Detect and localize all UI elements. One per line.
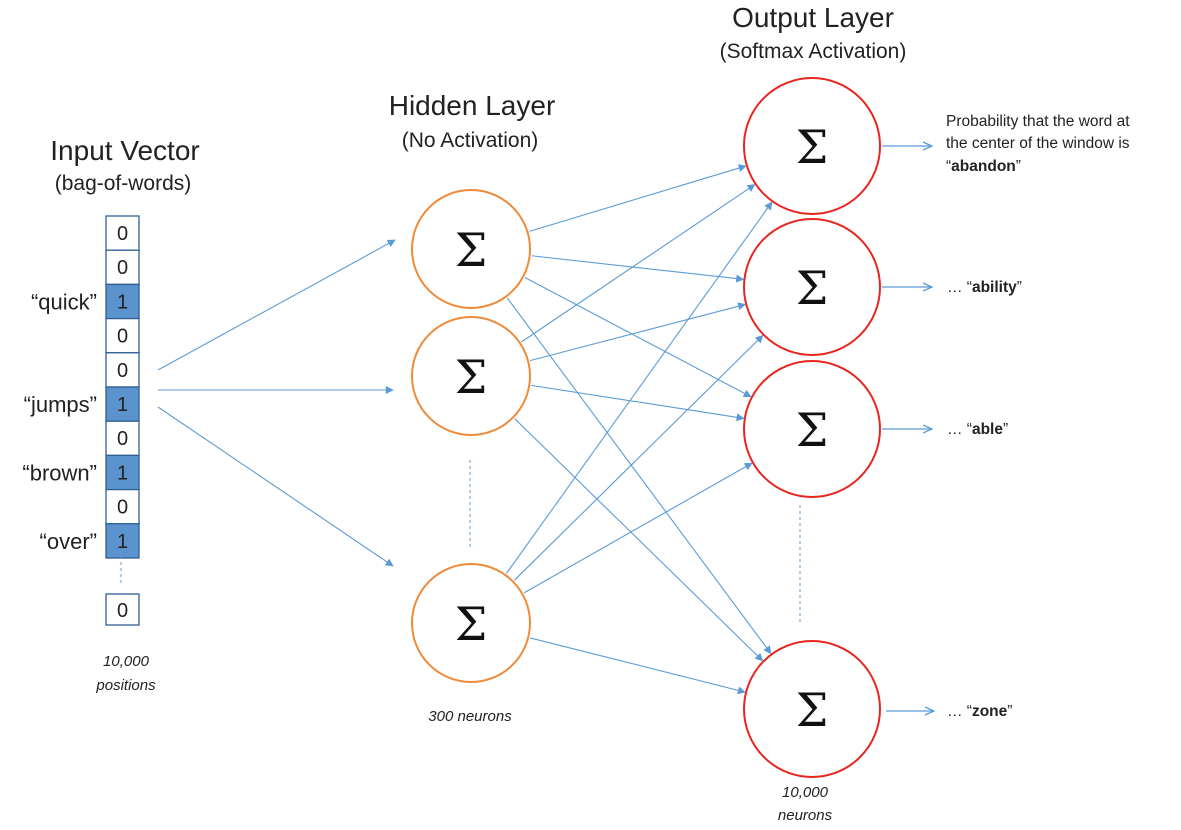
connection-arrow [157, 239, 396, 371]
hidden-neuron [411, 563, 531, 683]
input-last-cell-value: 0 [117, 600, 128, 622]
connection-arrow [523, 462, 753, 594]
sigma-symbol: Σ [455, 597, 488, 651]
input-last-cell [105, 593, 140, 626]
prob-line-1: Probability that the word at [946, 113, 1130, 130]
hidden-caption: 300 neurons [428, 708, 512, 725]
input-cell-value: 1 [117, 531, 128, 553]
input-cell-value: 0 [117, 257, 128, 279]
prob-word-label-2: … “able” [947, 421, 1008, 438]
prob-word-ability: ability [972, 279, 1017, 296]
prob-word-zone: zone [972, 703, 1008, 720]
prob-word-prefix: … “ [947, 421, 972, 438]
input-word-label: “jumps” [24, 392, 97, 417]
input-cell-value: 0 [117, 428, 128, 450]
output-neurons: Σ Σ Σ Σ [743, 77, 881, 778]
hidden-layer: Hidden Layer (No Activation) Σ Σ Σ 300 neu… [389, 90, 556, 725]
connection-arrow [506, 201, 773, 574]
input-cells: 0 0 1 “quick” 0 0 1 “jumps” 0 1 “brown” 0 1 “over” [22, 215, 140, 559]
input-caption-unit: positions [95, 677, 156, 694]
connection-arrow [521, 184, 756, 343]
prob-line-2: the center of the window is [946, 135, 1130, 152]
sigma-symbol: Σ [796, 261, 829, 315]
input-cell-value: 0 [117, 326, 128, 348]
output-caption-unit: neurons [778, 807, 833, 824]
prob-word-suffix: ” [1003, 421, 1008, 438]
input-cell [105, 523, 140, 559]
connection-arrow [529, 302, 747, 362]
input-cell-value: 0 [117, 223, 128, 245]
connections [157, 164, 773, 695]
input-cell [105, 215, 140, 251]
connection-arrow [524, 276, 752, 398]
prob-word-abandon: abandon [951, 158, 1016, 175]
prob-word-able: able [972, 421, 1003, 438]
sigma-symbol: Σ [796, 120, 829, 174]
input-subtitle: (bag-of-words) [55, 172, 192, 195]
sigma-symbol: Σ [455, 223, 488, 277]
input-cell-value: 0 [117, 497, 128, 519]
hidden-title: Hidden Layer [389, 90, 556, 121]
sigma-symbol: Σ [796, 683, 829, 737]
connection-arrow [530, 637, 746, 695]
input-cell [105, 283, 140, 320]
input-cell-value: 1 [117, 394, 128, 416]
connection-arrow [506, 297, 772, 655]
input-title: Input Vector [50, 135, 199, 166]
prob-line-3: “abandon” [946, 158, 1021, 175]
hidden-neuron [411, 316, 531, 436]
output-layer: Output Layer (Softmax Activation) Σ Σ Σ Σ 1… [720, 2, 1131, 824]
output-neuron [743, 77, 881, 215]
output-neuron [743, 360, 881, 498]
hidden-subtitle: (No Activation) [402, 129, 539, 152]
input-word-label: “over” [40, 529, 97, 554]
input-cell-value: 0 [117, 360, 128, 382]
output-caption-count: 10,000 [782, 784, 829, 801]
input-cell [105, 249, 140, 286]
input-cell-value: 1 [117, 291, 128, 313]
input-caption-count: 10,000 [103, 653, 150, 670]
prob-close-quote: ” [1016, 158, 1021, 175]
connection-arrow [529, 164, 747, 232]
input-cell [105, 317, 140, 354]
prob-word-label-3: … “zone” [947, 703, 1012, 720]
output-neuron [743, 640, 881, 778]
sigma-symbol: Σ [796, 403, 829, 457]
input-cell-value: 1 [117, 462, 128, 484]
input-word-label: “brown” [22, 460, 97, 485]
sigma-symbol: Σ [455, 350, 488, 404]
prob-word-suffix: ” [1007, 703, 1012, 720]
prob-open-quote: “ [946, 158, 951, 175]
prob-word-prefix: … “ [947, 279, 972, 296]
connection-arrow [514, 418, 764, 662]
connection-arrow [157, 406, 394, 567]
output-title: Output Layer [732, 2, 894, 33]
prob-word-label-1: … “ability” [947, 279, 1022, 296]
connection-arrow [531, 384, 745, 422]
output-subtitle: (Softmax Activation) [720, 40, 907, 63]
prob-word-prefix: … “ [947, 703, 972, 720]
connection-arrow [514, 334, 764, 581]
input-vector: Input Vector (bag-of-words) 001“quick”00… [22, 135, 199, 694]
output-neuron [743, 218, 881, 356]
connection-arrow [531, 255, 745, 283]
prob-word-suffix: ” [1017, 279, 1022, 296]
hidden-neurons: Σ Σ Σ [411, 189, 531, 683]
hidden-neuron [411, 189, 531, 309]
input-word-label: “quick” [31, 289, 97, 314]
